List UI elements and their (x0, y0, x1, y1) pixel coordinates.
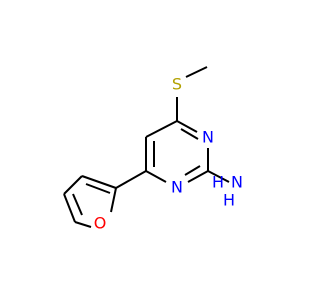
sulfur-label: S (172, 75, 182, 94)
bond-c4-n3-double (180, 128, 199, 140)
bond-c5-c4 (145, 120, 178, 138)
bond-furan-c5-c4 (63, 193, 76, 223)
bond-furan-c4-c3 (63, 175, 83, 195)
amine-nitrogen-label: N (231, 173, 243, 192)
bond-furan-c3-c2 (81, 175, 117, 189)
molecule-canvas: S N N H N H O (63, 66, 243, 233)
bond-c4-n3 (176, 120, 198, 133)
bond-furan-c2-o (110, 187, 117, 213)
molecule-structure: S N N H N H O (63, 66, 243, 233)
bond-furan-c5-c4-double (72, 193, 83, 216)
bond-furan-c3-c2-double (85, 183, 111, 194)
nitrogen-bottom-label: N (171, 178, 183, 197)
amine-hydrogen-label: H (212, 173, 224, 192)
oxygen-label: O (94, 214, 107, 233)
bond-c2-amine (207, 170, 230, 183)
bond-c6-furan (115, 170, 147, 189)
bond-n1-c6 (145, 170, 167, 183)
bond-methyl-sulfur (185, 66, 208, 78)
bond-c2-n1 (187, 170, 209, 183)
bond-furan-o-c5 (74, 221, 92, 228)
amine-hydrogen-subscript: H (223, 191, 235, 210)
bond-c2-n1-double (184, 165, 201, 176)
nitrogen-top-label: N (202, 128, 214, 147)
